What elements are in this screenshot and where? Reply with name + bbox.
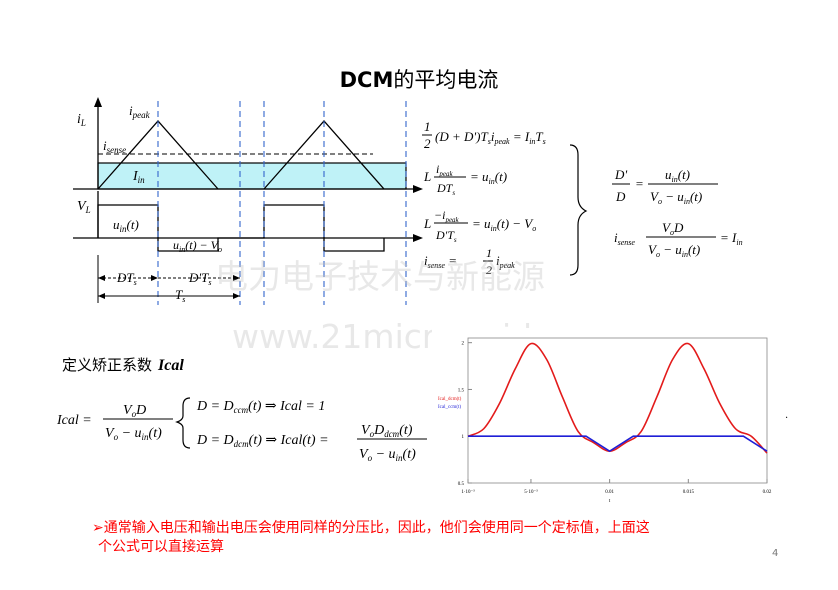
x-tick-label: 5·10⁻³ [524, 489, 538, 495]
chart-background [432, 328, 777, 508]
svg-text:D': D' [614, 167, 627, 182]
x-tick-label: 0.01 [605, 490, 614, 495]
svg-text:D'Ts: D'Ts [435, 228, 457, 244]
vl-label: VL [77, 199, 91, 215]
svg-text:= uin(t): = uin(t) [470, 169, 507, 186]
svg-text:VoD: VoD [662, 220, 684, 237]
ts-label: Ts [175, 287, 185, 304]
page-number: 4 [772, 548, 779, 559]
watermark-line1: 电力电子技术与新能源 [215, 257, 545, 296]
svg-text:ipeak: ipeak [436, 162, 453, 178]
svg-text:−ipeak: −ipeak [434, 208, 460, 224]
svg-text:VoDdcm(t): VoDdcm(t) [361, 423, 413, 439]
svg-text:D = Ddcm(t) ⇒ Ical(t) =: D = Ddcm(t) ⇒ Ical(t) = [196, 433, 329, 449]
uin-minus-vo-label: uin(t) − Vo [173, 238, 222, 254]
stray-dot: . [785, 410, 789, 421]
legend-entry: Ical_dcm(t) [438, 397, 462, 402]
svg-text:1: 1 [424, 119, 431, 134]
x-tick-label: 1·10⁻³ [461, 489, 475, 495]
series-line-ccm [468, 435, 768, 453]
waveform-diagram: iL ipeak isense Iin VL uin(t) uin(t) − V… [73, 97, 423, 305]
svg-text:=: = [635, 176, 644, 191]
dpts-label: D'Ts [188, 270, 212, 287]
x-tick-label: 0.015 [683, 490, 695, 495]
x-axis-variable: t [609, 499, 611, 504]
y-tick-label: 1.5 [458, 388, 465, 393]
plot-frame [467, 337, 768, 484]
svg-text:1: 1 [486, 246, 492, 260]
x-tick-label: 0.02 [763, 490, 772, 495]
svg-text:Ical =: Ical = [56, 413, 92, 428]
svg-text:VoD: VoD [123, 403, 146, 419]
eq1: (D + D')Tsipeak = IinTs [435, 129, 546, 146]
svg-text:2: 2 [424, 136, 431, 151]
vl-waveform [97, 204, 385, 252]
iin-label: Iin [132, 169, 145, 185]
isense-label: isense [103, 138, 126, 155]
y-tick-label: 1 [462, 435, 465, 440]
eq2: L [423, 169, 431, 184]
y-tick-label: 0.5 [458, 482, 465, 487]
uin-label: uin(t) [113, 217, 139, 234]
svg-text:Vo − uin(t): Vo − uin(t) [648, 242, 700, 259]
svg-text:= uin(t) − Vo: = uin(t) − Vo [472, 216, 536, 233]
legend-entry: Ical_ccm(t) [438, 405, 461, 410]
svg-text:Vo − uin(t): Vo − uin(t) [105, 426, 162, 442]
ical-formula: Ical = VoD Vo − uin(t) D = Dccm(t) ⇒ Ica… [56, 397, 427, 463]
svg-text:isense: isense [614, 230, 635, 247]
ical-chart: 0.5 1 1.5 2 1·10⁻³ 5·10⁻³ 0.01 t 0.015 0.02 Ical_d… [432, 328, 777, 508]
svg-text:2: 2 [486, 263, 492, 277]
note-text: ➢通常输入电压和输出电压会使用同样的分压比，因此，他们会使用同一个定标值，上面这… [92, 520, 650, 555]
svg-text:uin(t): uin(t) [665, 167, 690, 184]
series-line-dcm [467, 342, 768, 454]
il-label: iL [77, 112, 86, 128]
eq3: L [423, 216, 431, 231]
svg-text:Vo − uin(t): Vo − uin(t) [359, 447, 416, 463]
svg-text:D: D [615, 189, 626, 204]
svg-text:D = Dccm(t) ⇒ Ical = 1: D = Dccm(t) ⇒ Ical = 1 [196, 399, 325, 415]
svg-text:DTs: DTs [436, 181, 455, 197]
dts-label: DTs [116, 270, 137, 287]
page-title: DCM的平均电流 [339, 68, 499, 92]
svg-text:= Iin: = Iin [720, 230, 743, 247]
y-tick-label: 2 [462, 342, 465, 347]
ipeak-label: ipeak [129, 103, 151, 120]
svg-text:Vo − uin(t): Vo − uin(t) [650, 189, 702, 206]
